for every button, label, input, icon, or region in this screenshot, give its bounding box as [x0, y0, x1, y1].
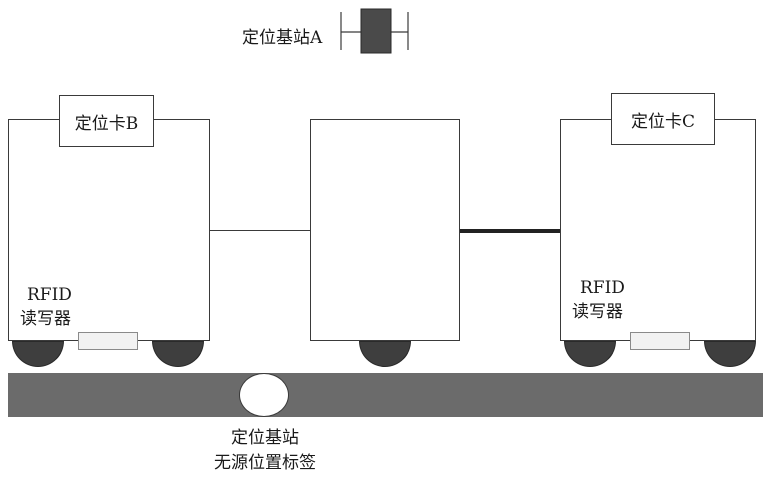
rfid-reader-right-label-2: 读写器	[572, 302, 623, 322]
cart-middle-body	[310, 119, 460, 341]
coupling-thin	[210, 230, 310, 232]
rfid-reader-left	[78, 332, 138, 350]
card-c-label: 定位卡C	[611, 93, 715, 145]
rfid-reader-left-label-1: RFID	[27, 285, 72, 305]
wheel-left-1	[12, 341, 64, 367]
cart-right-body	[560, 119, 756, 341]
tag-label-line2: 无源位置标签	[214, 453, 316, 473]
wheel-middle	[359, 341, 411, 367]
wheel-right-2	[704, 341, 756, 367]
track-rail	[8, 373, 763, 417]
card-b-label: 定位卡B	[59, 95, 154, 147]
passive-tag-icon	[239, 373, 289, 417]
wheel-right-1	[564, 341, 616, 367]
wheel-left-2	[152, 341, 204, 367]
station-a-icon	[339, 6, 411, 54]
cart-left-body	[8, 119, 210, 341]
rfid-reader-right	[630, 332, 690, 350]
rfid-reader-left-label-2: 读写器	[20, 309, 71, 329]
rfid-reader-right-label-1: RFID	[580, 278, 625, 298]
station-a-label: 定位基站A	[242, 28, 323, 48]
tag-label-line1: 定位基站	[231, 428, 299, 448]
coupling-thick	[460, 229, 560, 233]
